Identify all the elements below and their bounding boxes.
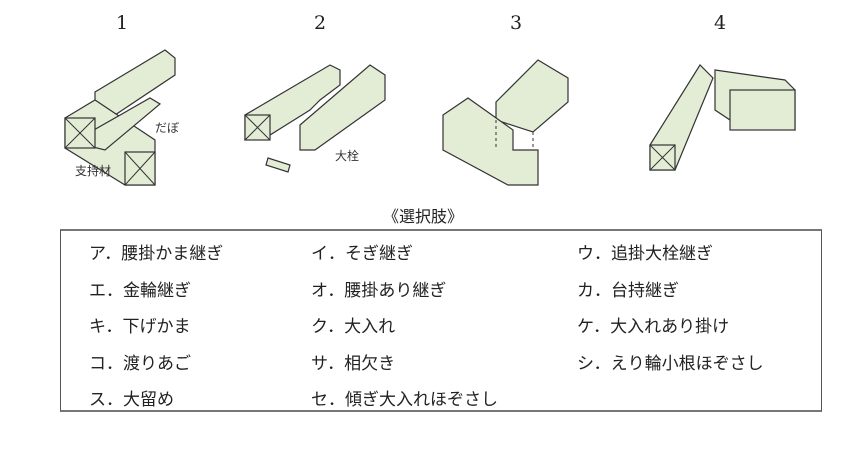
choice-a: ア．腰掛かま継ぎ — [89, 244, 224, 264]
choice-i: イ．そぎ継ぎ — [311, 244, 413, 264]
choice-ku: ク．大入れ — [311, 317, 396, 337]
figure-number-4: 4 — [714, 12, 727, 34]
choice-e: エ．金輪継ぎ — [89, 281, 191, 301]
label-dabo: だぼ — [155, 121, 179, 135]
choice-shi: シ．えり輪小根ほぞさし — [577, 354, 764, 374]
figure-number-3: 3 — [510, 12, 523, 34]
joint-figure-2: 大栓 — [244, 64, 386, 173]
choice-o: オ．腰掛あり継ぎ — [311, 281, 447, 301]
choice-ke: ケ．大入れあり掛け — [577, 317, 730, 337]
choice-se: セ．傾ぎ大入れほぞさし — [311, 390, 498, 410]
figure-number-1: 1 — [116, 12, 129, 34]
choice-ka: カ．台持継ぎ — [577, 281, 679, 301]
joint-figure-1: だぼ 支持材 — [64, 49, 179, 186]
figure-number-2: 2 — [314, 12, 327, 34]
joint-figure-4 — [649, 64, 796, 171]
choice-su: ス．大留め — [89, 390, 174, 410]
choices-box: ア．腰掛かま継ぎ イ．そぎ継ぎ ウ．追掛大栓継ぎ エ．金輪継ぎ オ．腰掛あり継ぎ… — [60, 229, 822, 412]
label-shijizai: 支持材 — [75, 163, 111, 178]
choice-sa: サ．相欠き — [311, 354, 396, 374]
label-oosen: 大栓 — [335, 148, 359, 163]
choice-u: ウ．追掛大栓継ぎ — [577, 244, 713, 264]
choice-ko: コ．渡りあご — [89, 354, 191, 374]
choices-title: 《選択肢》 — [382, 207, 463, 226]
joint-figure-3 — [442, 59, 569, 186]
choice-ki: キ．下げかま — [89, 317, 191, 337]
